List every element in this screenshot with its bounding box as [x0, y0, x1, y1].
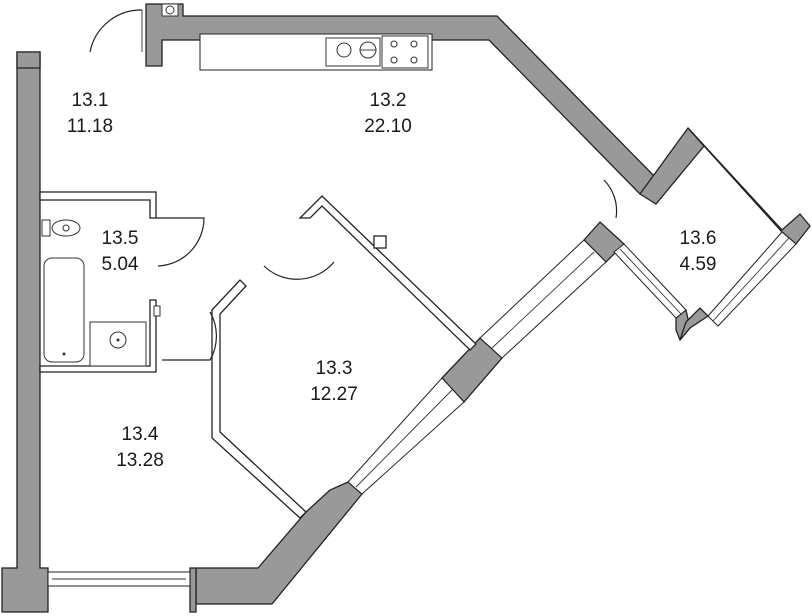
room-13-4-id: 13.4: [122, 424, 159, 445]
meter-icon: [161, 3, 179, 17]
toilet-icon: [51, 219, 81, 237]
partitions: [39, 191, 477, 519]
door-bathroom: [156, 217, 205, 267]
lower-diagonal-wall: [195, 481, 363, 605]
fixtures: [41, 3, 429, 367]
kitchen-sink-icon: [325, 37, 381, 67]
sink-icon: [89, 321, 147, 367]
room-13-6-area: 4.59: [680, 254, 717, 275]
room-13-4-area: 13.28: [116, 450, 164, 471]
stove-icon: [381, 35, 429, 69]
doors: [89, 9, 618, 361]
balcony-wall-bottom-edge: [679, 307, 710, 341]
bedroom-wall-upper: [298, 195, 477, 351]
top-left-wall: [16, 51, 41, 69]
room-13-3-area: 12.27: [310, 384, 358, 405]
window-diagonal-upper: [479, 239, 607, 359]
room-labels: 13.1 11.18 13.2 22.10 13.3 12.27 13.4 13…: [67, 90, 717, 471]
bathroom-wall-top: [39, 191, 157, 219]
bedroom-wall-stub: [373, 235, 387, 249]
exterior-walls: [1, 3, 811, 613]
balcony-wall-top: [639, 126, 705, 205]
room-13-6-id: 13.6: [680, 228, 717, 249]
room-13-3-id: 13.3: [316, 358, 353, 379]
room-13-5-id: 13.5: [102, 228, 139, 249]
bathtub: [43, 257, 85, 363]
door-bedroom: [263, 261, 335, 280]
bottom-wall-right: [189, 567, 197, 613]
room-13-1-id: 13.1: [72, 90, 109, 111]
room-13-5-area: 5.04: [102, 254, 139, 275]
bathroom-wall-right: [39, 299, 157, 373]
door-entrance: [89, 9, 143, 53]
room-13-1-area: 11.18: [67, 116, 113, 137]
door-balcony: [603, 179, 618, 219]
bedroom-wall-left: [211, 279, 307, 519]
balcony-wall-right: [687, 127, 811, 245]
left-wall: [1, 51, 49, 613]
room-13-2-id: 13.2: [370, 90, 407, 111]
windows: [47, 33, 797, 587]
door-post: [153, 305, 161, 317]
door-hall-bath: [162, 311, 217, 361]
room-13-2-area: 22.10: [364, 116, 412, 137]
